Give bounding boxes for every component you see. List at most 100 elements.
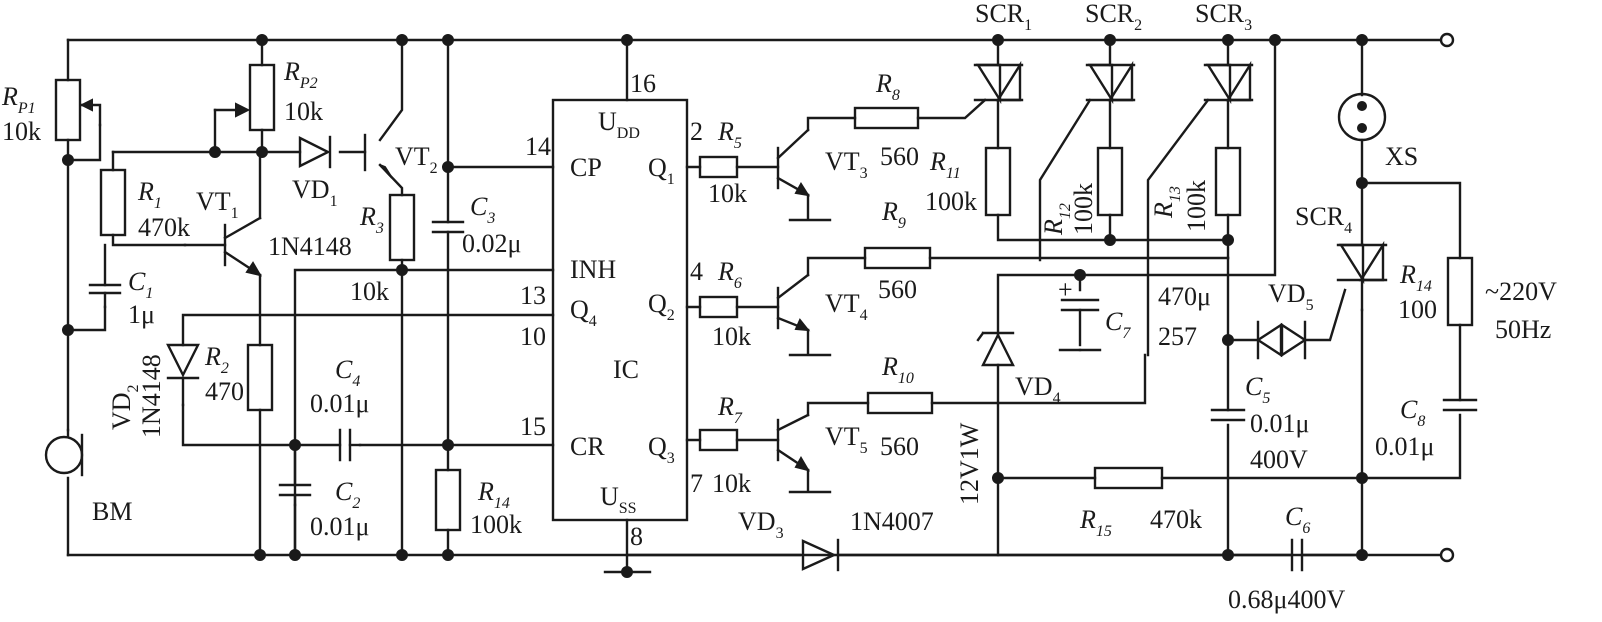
ic-inh: INH xyxy=(570,255,616,284)
c5-value: 0.01μ xyxy=(1250,409,1309,438)
r13-label: R13 xyxy=(1149,186,1184,219)
c8-label: C8 xyxy=(1400,395,1425,430)
vd4-part: 12V1W xyxy=(955,422,984,505)
r7-value: 10k xyxy=(712,469,751,498)
ic-q1: Q1 xyxy=(648,153,675,188)
c3-value: 0.02μ xyxy=(462,229,521,258)
r2-label: R2 xyxy=(204,342,229,377)
rp1-potentiometer xyxy=(54,78,102,142)
ic-uss: USS xyxy=(600,482,637,517)
vd3-diode xyxy=(801,538,840,572)
c7-label: C7 xyxy=(1105,307,1131,342)
c8-value: 0.01μ xyxy=(1375,432,1434,461)
c1-value: 1μ xyxy=(128,300,155,329)
vd2-label: VD2 xyxy=(107,384,142,430)
r9-value: 560 xyxy=(878,275,917,304)
ic-q2: Q2 xyxy=(648,289,675,324)
c3-label: C3 xyxy=(470,192,495,227)
scr4-label: SCR4 xyxy=(1295,202,1352,237)
vd2-diode xyxy=(166,343,200,407)
r11-label: R11 xyxy=(929,147,961,182)
labels: RP1 10k RP2 10k R1 470k VT1 VD1 VT2 R3 1… xyxy=(1,0,1557,614)
ic-pin13: 13 xyxy=(520,281,546,310)
c3-capacitor xyxy=(431,220,465,234)
ic-pin7: 7 xyxy=(690,469,703,498)
r5-value: 10k xyxy=(708,179,747,208)
ic-pin8: 8 xyxy=(630,522,643,551)
r5-label: R5 xyxy=(717,117,742,152)
c4-capacitor xyxy=(338,428,362,462)
vt1-label: VT1 xyxy=(196,187,239,222)
r11-resistor xyxy=(984,146,1012,217)
r8-resistor xyxy=(853,106,920,130)
r9-resistor xyxy=(863,246,932,270)
vt2-label: VT2 xyxy=(395,142,438,177)
ic-pin10: 10 xyxy=(520,322,546,351)
r14a-resistor xyxy=(434,468,462,532)
rp2-label: RP2 xyxy=(283,57,318,92)
ic-chip xyxy=(551,98,689,522)
vt3-label: VT3 xyxy=(825,147,868,182)
r7-resistor xyxy=(698,428,739,452)
ic-pin15: 15 xyxy=(520,412,546,441)
vt2-transistor xyxy=(363,133,393,179)
junctions xyxy=(62,34,1368,578)
vt4-transistor xyxy=(776,273,811,332)
r8-value: 560 xyxy=(880,142,919,171)
ic-udd: UDD xyxy=(598,107,640,142)
vd1-diode xyxy=(298,135,332,169)
ic-name: IC xyxy=(613,355,639,384)
c1-capacitor xyxy=(88,283,122,309)
r9-label: R9 xyxy=(881,197,906,232)
vt5-transistor xyxy=(776,413,811,472)
ic-q3: Q3 xyxy=(648,432,675,467)
supply-voltage: ~220V xyxy=(1485,277,1557,306)
c5-label: C5 xyxy=(1245,372,1270,407)
c4-value: 0.01μ xyxy=(310,389,369,418)
ic-pin2: 2 xyxy=(690,117,703,146)
scr4-triac xyxy=(1336,240,1388,312)
rp2-potentiometer xyxy=(235,63,276,132)
scr3-label: SCR3 xyxy=(1195,0,1252,34)
c2-capacitor xyxy=(278,483,312,507)
scr2-label: SCR2 xyxy=(1085,0,1142,34)
r1-value: 470k xyxy=(138,213,190,242)
vd2-part: 1N4148 xyxy=(137,354,166,438)
r14b-value: 100 xyxy=(1398,295,1437,324)
vd1-label: VD1 xyxy=(292,175,338,210)
c2-value: 0.01μ xyxy=(310,512,369,541)
bm-label: BM xyxy=(92,497,132,526)
r10-label: R10 xyxy=(881,352,914,387)
r12-resistor xyxy=(1096,146,1124,217)
label-257: 257 xyxy=(1158,322,1197,351)
r2-resistor xyxy=(246,343,274,412)
r10-value: 560 xyxy=(880,432,919,461)
vd4-label: VD4 xyxy=(1015,372,1061,407)
r2-value: 470 xyxy=(205,377,244,406)
rp2-value: 10k xyxy=(284,97,323,126)
r5-resistor xyxy=(698,155,739,179)
c5-volt: 400V xyxy=(1250,445,1308,474)
ic-cp: CP xyxy=(570,153,602,182)
vd3-part: 1N4007 xyxy=(850,507,934,536)
r3-label: R3 xyxy=(359,202,384,237)
scr1-triac xyxy=(973,60,1024,105)
vt1-part-label: 1N4148 xyxy=(268,232,352,261)
r10-resistor xyxy=(866,391,934,415)
c6-label: C6 xyxy=(1285,502,1310,537)
r7-label: R7 xyxy=(717,392,743,427)
r6-label: R6 xyxy=(717,257,742,292)
r15-label: R15 xyxy=(1079,505,1112,540)
r3-resistor xyxy=(388,193,416,262)
vd5-diac xyxy=(1255,320,1308,360)
r15-resistor xyxy=(1093,466,1164,490)
r13-resistor xyxy=(1214,146,1242,217)
r14b-resistor xyxy=(1446,256,1474,327)
r6-resistor xyxy=(698,295,739,319)
c5-capacitor xyxy=(1210,408,1246,422)
xs-socket xyxy=(1337,92,1387,142)
bm-microphone xyxy=(44,428,84,477)
scr2-triac xyxy=(1085,60,1136,105)
